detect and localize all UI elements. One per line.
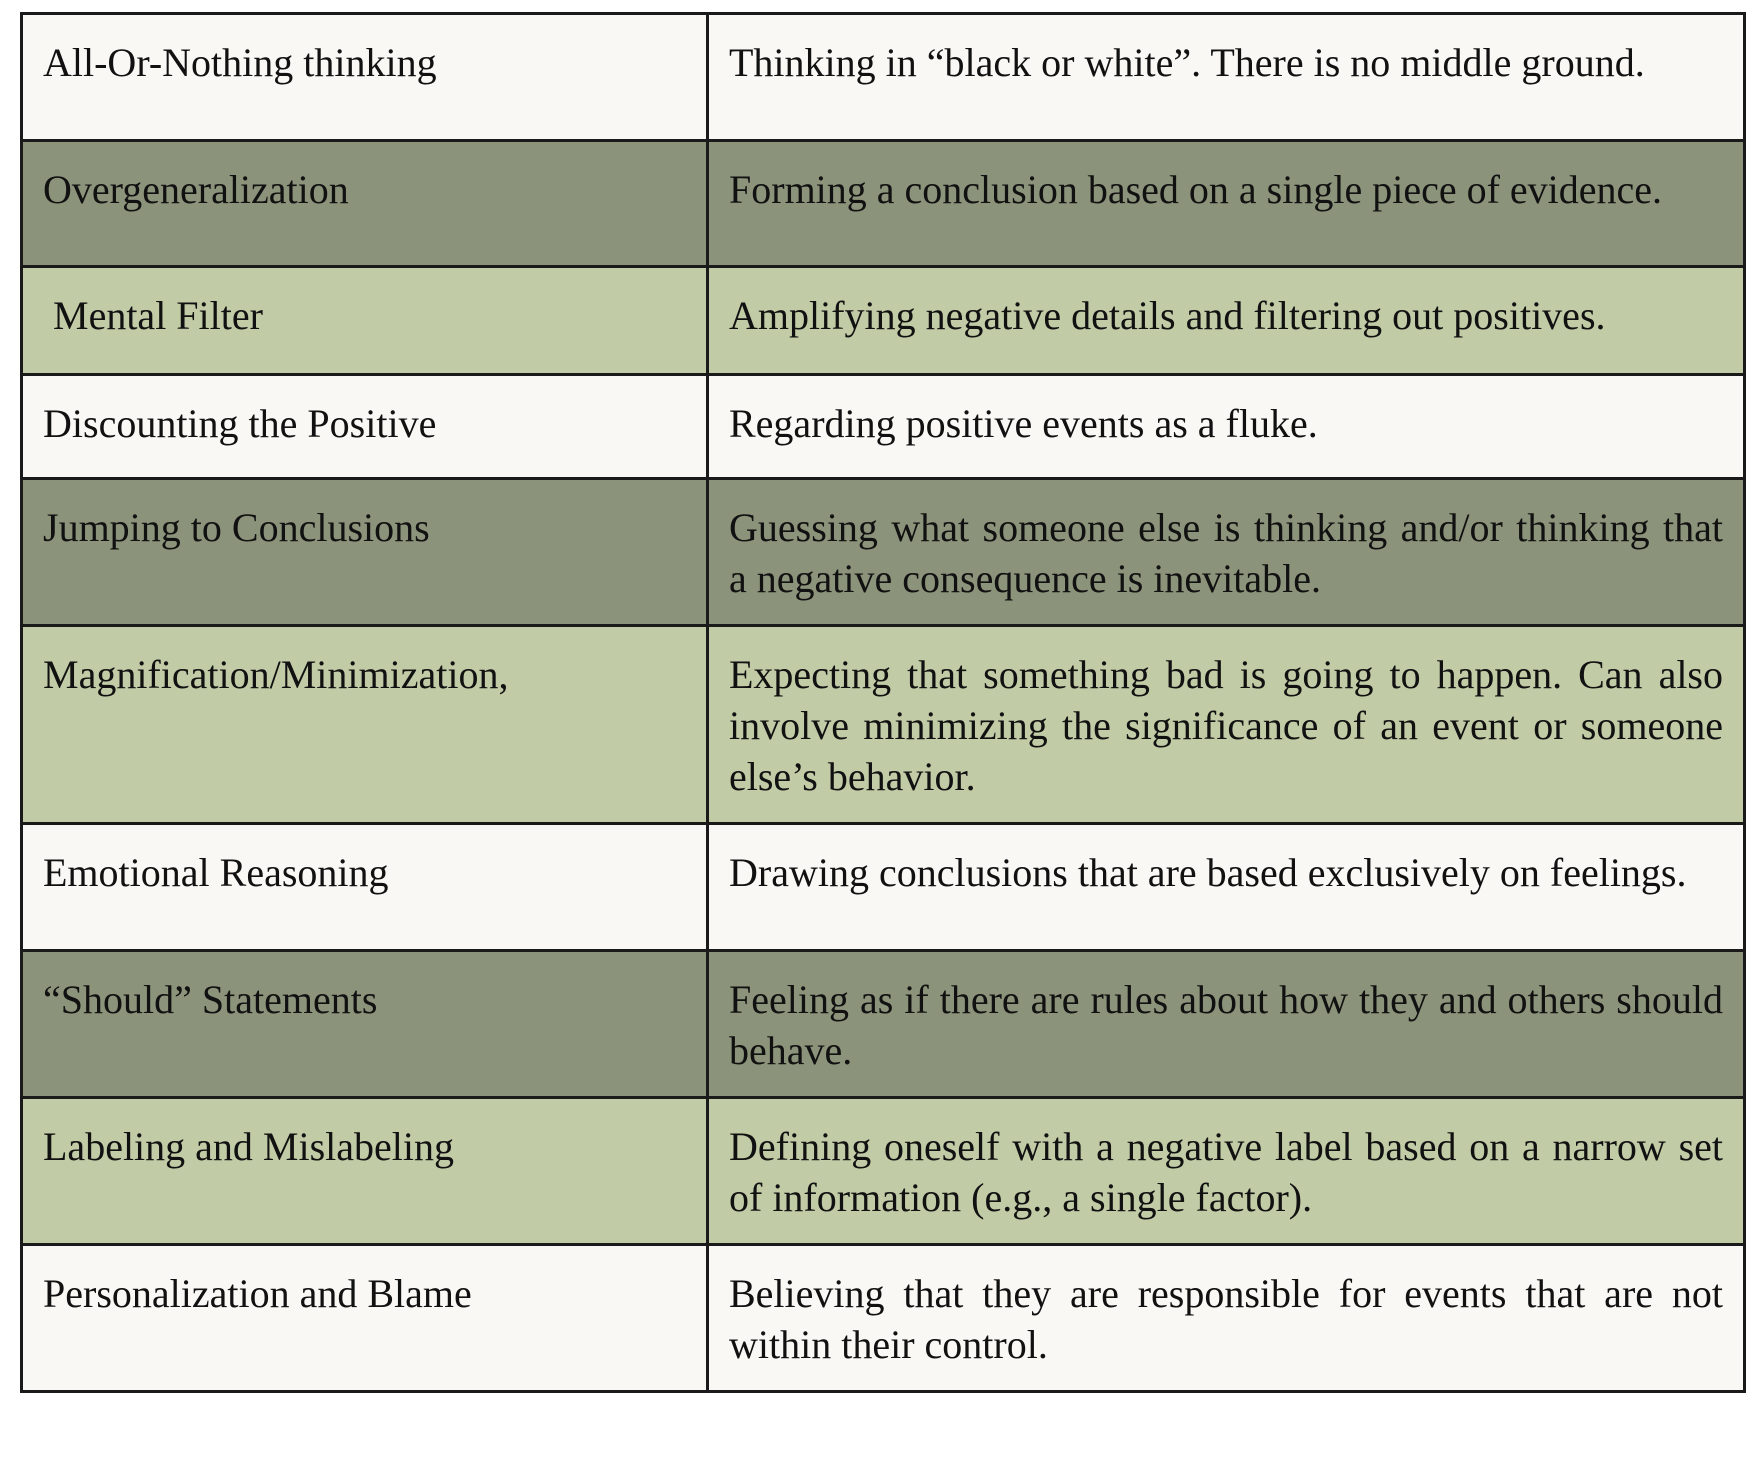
term-cell: “Should” Statements <box>20 949 709 1099</box>
cognitive-distortions-table: All-Or-Nothing thinking Thinking in “bla… <box>20 12 1746 1393</box>
table-row: Emotional Reasoning Drawing conclusions … <box>20 822 1746 952</box>
term-cell: Jumping to Conclusions <box>20 477 709 627</box>
table-row: Magnification/Minimization, Expecting th… <box>20 624 1746 825</box>
definition-cell: Forming a conclusion based on a single p… <box>706 139 1746 268</box>
term-cell: Emotional Reasoning <box>20 822 709 952</box>
term-cell: Labeling and Mislabeling <box>20 1096 709 1246</box>
definition-cell: Guessing what someone else is thinking a… <box>706 477 1746 627</box>
table-row: Jumping to Conclusions Guessing what som… <box>20 477 1746 627</box>
table-row: Mental Filter Amplifying negative detail… <box>20 265 1746 376</box>
definition-cell: Thinking in “black or white”. There is n… <box>706 12 1746 142</box>
definition-cell: Drawing conclusions that are based exclu… <box>706 822 1746 952</box>
definition-cell: Feeling as if there are rules about how … <box>706 949 1746 1099</box>
table-row: Discounting the Positive Regarding posit… <box>20 373 1746 480</box>
term-cell: Magnification/Minimization, <box>20 624 709 825</box>
table-row: “Should” Statements Feeling as if there … <box>20 949 1746 1099</box>
distortions-table-container: All-Or-Nothing thinking Thinking in “bla… <box>20 12 1746 1393</box>
definition-cell: Regarding positive events as a fluke. <box>706 373 1746 480</box>
definition-cell: Amplifying negative details and filterin… <box>706 265 1746 376</box>
term-cell: Personalization and Blame <box>20 1243 709 1393</box>
term-cell: Overgeneralization <box>20 139 709 268</box>
term-cell: Discounting the Positive <box>20 373 709 480</box>
term-cell: Mental Filter <box>20 265 709 376</box>
definition-cell: Believing that they are responsible for … <box>706 1243 1746 1393</box>
table-row: Labeling and Mislabeling Defining onesel… <box>20 1096 1746 1246</box>
definition-cell: Expecting that something bad is going to… <box>706 624 1746 825</box>
term-cell: All-Or-Nothing thinking <box>20 12 709 142</box>
definition-cell: Defining oneself with a negative label b… <box>706 1096 1746 1246</box>
table-row: Overgeneralization Forming a conclusion … <box>20 139 1746 268</box>
table-row: Personalization and Blame Believing that… <box>20 1243 1746 1393</box>
table-row: All-Or-Nothing thinking Thinking in “bla… <box>20 12 1746 142</box>
